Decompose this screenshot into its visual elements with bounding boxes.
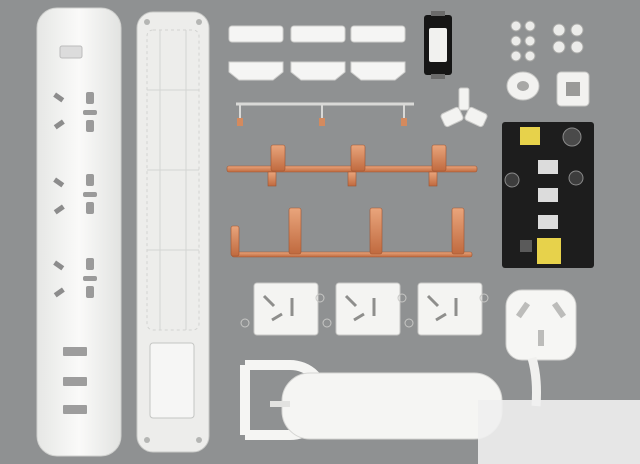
socket-icon bbox=[53, 92, 97, 132]
usb-port-icon bbox=[63, 377, 87, 386]
screw-hole bbox=[196, 437, 202, 443]
screw-hole bbox=[144, 19, 150, 25]
pcb-icon bbox=[502, 122, 594, 268]
socket-module bbox=[240, 282, 325, 336]
socket-icon bbox=[53, 258, 97, 298]
socket-module bbox=[322, 282, 407, 336]
usb-port-icon bbox=[63, 405, 87, 414]
outlet-strip-cover bbox=[36, 7, 122, 457]
inner-frame bbox=[136, 11, 210, 453]
plug-icon bbox=[505, 289, 577, 407]
cable-clamp bbox=[556, 71, 590, 107]
screw-hole bbox=[144, 437, 150, 443]
screw-icon bbox=[510, 20, 584, 62]
socket-icon bbox=[53, 174, 97, 215]
copper-busbar bbox=[230, 207, 473, 258]
corner-patch bbox=[478, 400, 640, 464]
y-connector bbox=[440, 87, 488, 128]
socket-module bbox=[404, 282, 489, 336]
usb-port-icon bbox=[63, 347, 87, 356]
plastic-clips bbox=[228, 25, 406, 81]
screw-hole bbox=[196, 19, 202, 25]
copper-busbar bbox=[226, 144, 478, 187]
rocker-switch bbox=[424, 11, 452, 79]
indicator-window bbox=[59, 45, 83, 59]
cable-grommet bbox=[506, 71, 540, 101]
